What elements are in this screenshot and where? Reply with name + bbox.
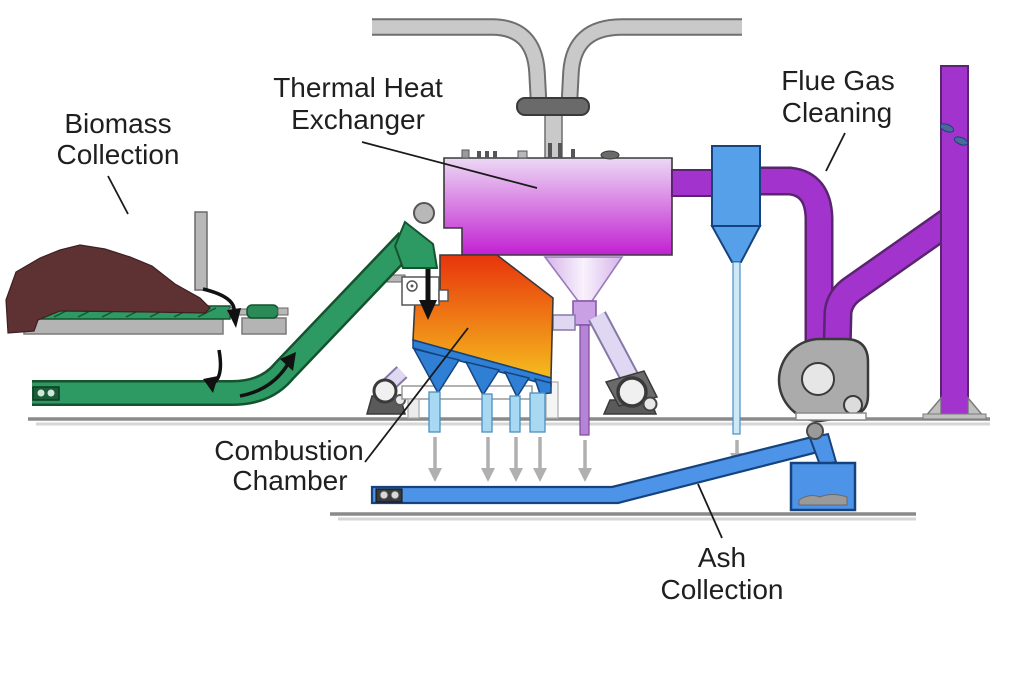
- stack-base: [922, 395, 987, 420]
- steam-pipe-right: [560, 18, 742, 111]
- funnel-drop-tube: [579, 324, 590, 436]
- hopper-pipe-4: [529, 392, 546, 433]
- label-combustion-line1: Combustion: [214, 435, 363, 466]
- feed-drop-arrow: [419, 263, 437, 320]
- ash-conveyor-drive: [375, 488, 403, 503]
- hopper-pipe-3: [509, 395, 521, 433]
- label-biomass-line1: Biomass: [64, 108, 171, 139]
- chamber-ash-hoppers: [412, 339, 552, 433]
- leader-flue-gas: [825, 132, 846, 172]
- cyclone-outlet-pipe: [757, 166, 834, 348]
- ash-container: [789, 461, 857, 512]
- stack-break-marks: [939, 123, 969, 146]
- flow-arrow-up-incline: [239, 352, 296, 398]
- hopper-2: [464, 360, 501, 397]
- storage-platform: [23, 317, 224, 335]
- label-ash-line2: Collection: [661, 574, 784, 605]
- conveyor-head: [393, 220, 439, 269]
- lavender-pipe-diagonal: [588, 311, 639, 383]
- leader-combustion: [364, 327, 469, 463]
- fan-to-stack-pipe: [822, 210, 957, 353]
- leader-biomass: [107, 175, 129, 215]
- leader-lines: [107, 132, 846, 539]
- he-ash-funnel: [543, 256, 624, 436]
- steam-collar: [516, 97, 590, 116]
- conveyor-drive-box: [32, 386, 60, 401]
- biomass-pile: [5, 244, 211, 334]
- hopper-pipe-1: [428, 391, 441, 433]
- hopper-4: [533, 377, 552, 395]
- heat-exchanger-top-fittings: [461, 143, 620, 160]
- ash-conveyor-pulley: [806, 422, 824, 440]
- leader-heat-exchanger: [361, 141, 538, 189]
- label-ash-line1: Ash: [698, 542, 746, 573]
- exhaust-stack: [922, 65, 987, 420]
- label-flue-gas-line1: Flue Gas: [781, 65, 895, 96]
- support-roller-right: [602, 370, 659, 415]
- fan-hub: [801, 362, 835, 396]
- biomass-storage: [5, 211, 289, 335]
- label-flue-gas-line2: Cleaning: [782, 97, 893, 128]
- cyclone-drop-tube: [732, 261, 741, 435]
- flow-arrow-pile-to-hopper: [202, 287, 241, 328]
- labels: Biomass Collection Thermal Heat Exchange…: [57, 65, 895, 605]
- leader-ash: [697, 483, 723, 539]
- hopper-3: [503, 370, 531, 399]
- label-biomass-line2: Collection: [57, 139, 180, 170]
- support-roller-left: [366, 378, 406, 415]
- label-combustion-line2: Chamber: [232, 465, 347, 496]
- storage-platform-block: [241, 317, 287, 335]
- fan-motor: [843, 395, 863, 415]
- fan-base: [795, 412, 867, 421]
- fuel-feeder: [381, 274, 449, 306]
- label-heat-exchanger-line2: Exchanger: [291, 104, 425, 135]
- he-to-cyclone-pipe: [671, 169, 715, 197]
- pusher-bar: [194, 211, 208, 291]
- ash-conveyor: [370, 422, 838, 505]
- hopper-pipe-2: [481, 393, 493, 433]
- induced-draft-fan: [777, 337, 870, 423]
- cyclone-separator: [710, 145, 762, 435]
- feed-actuator: [246, 304, 279, 319]
- ash-material: [798, 494, 848, 506]
- label-heat-exchanger-line1: Thermal Heat: [273, 72, 443, 103]
- heat-exchanger: [443, 143, 673, 256]
- hopper-1: [412, 347, 461, 395]
- lavender-pipe-horizontal: [552, 314, 576, 331]
- conveyor-head-pulley: [413, 202, 435, 224]
- ground-line-lower: [330, 512, 916, 521]
- steam-pipe-left: [372, 18, 548, 111]
- flow-arrow-drop-to-conveyor: [203, 349, 223, 393]
